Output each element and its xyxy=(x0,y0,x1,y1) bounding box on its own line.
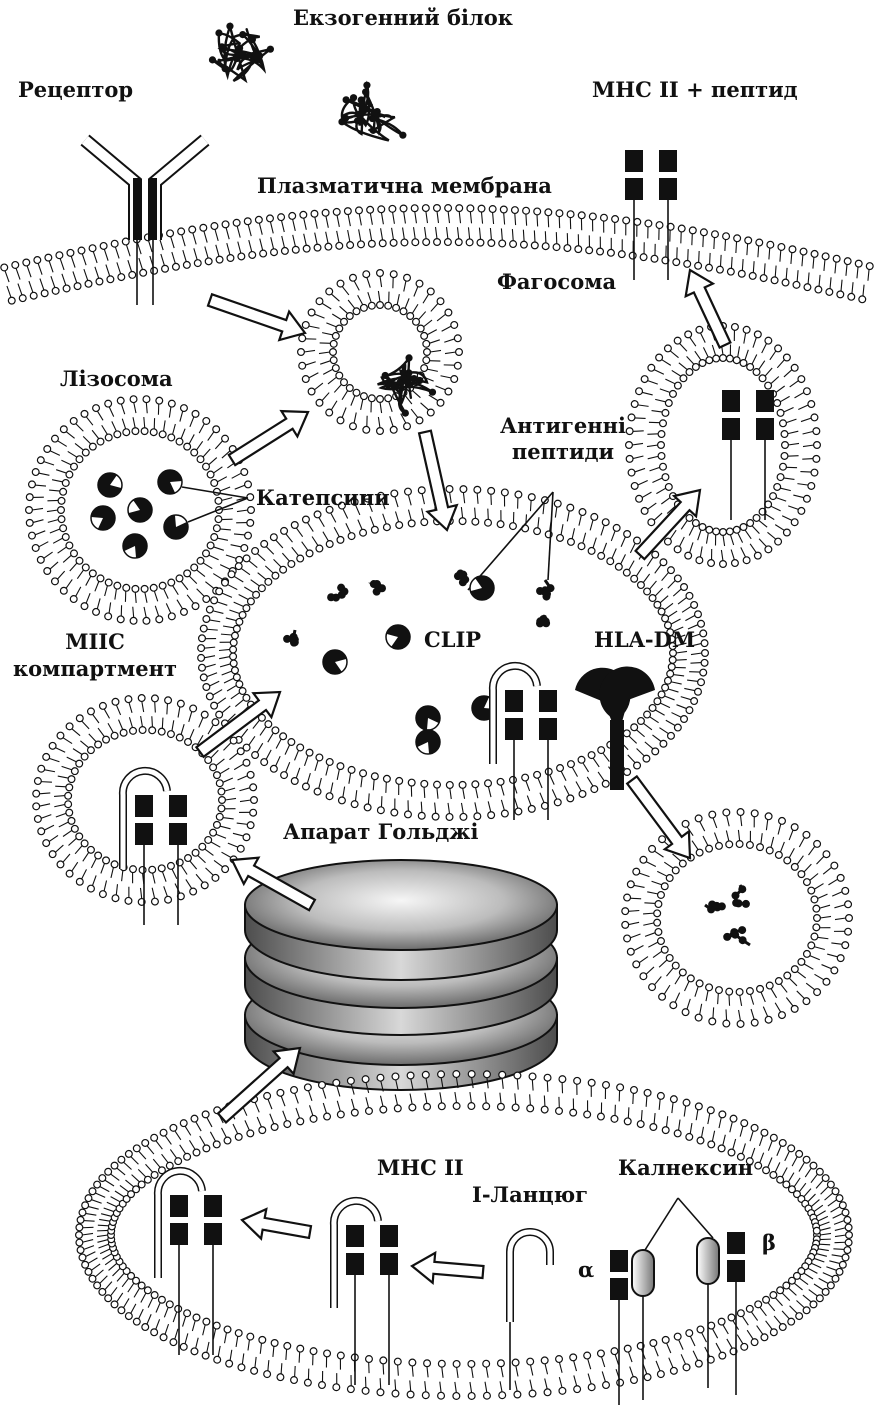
peptide-1 xyxy=(283,630,299,647)
arrow-phagosome-to-miic xyxy=(419,431,457,530)
phagosome-vesicle xyxy=(298,270,463,435)
cathepsin-4 xyxy=(91,506,115,530)
cathepsin-miic-2 xyxy=(386,625,410,649)
peptide-3 xyxy=(370,580,386,596)
label-mhc2-peptide: MHC II + пептид xyxy=(592,78,798,102)
peptide-5 xyxy=(536,580,554,601)
label-antigenic-peptides-2: пептиди xyxy=(512,440,614,464)
label-miic-2: компартмент xyxy=(13,657,177,681)
pointer-calnexin-1 xyxy=(645,1198,678,1250)
label-phagosome: Фагосома xyxy=(497,270,616,294)
exogenous-protein-2 xyxy=(338,82,406,141)
mhc2-clip-miic xyxy=(493,666,557,820)
label-beta: β xyxy=(762,1231,776,1255)
cathepsin-miic-1 xyxy=(323,650,347,674)
cathepsin-miic-3 xyxy=(470,576,494,600)
label-clip: CLIP xyxy=(424,628,481,652)
label-lysosome: Лізосома xyxy=(60,367,173,391)
pointer-peptide-1 xyxy=(468,492,553,590)
label-exogenous-protein: Екзогенний білок xyxy=(293,6,513,30)
label-invariant-chain: I-Ланцюг xyxy=(472,1183,588,1207)
mhc2-peptide-vesicle xyxy=(722,390,774,520)
arrow-hladm-degradation xyxy=(627,776,690,858)
label-receptor: Рецептор xyxy=(18,78,133,102)
cathepsin-miic-5 xyxy=(416,730,440,754)
hla-dm xyxy=(575,667,655,790)
label-hla-dm: HLA-DM xyxy=(594,628,695,652)
label-alpha: α xyxy=(578,1258,594,1282)
label-golgi: Апарат Гольджі xyxy=(283,820,478,844)
cathepsin-5 xyxy=(164,515,188,539)
label-miic-1: MIIC xyxy=(65,630,125,654)
label-plasma-membrane: Плазматична мембрана xyxy=(257,174,552,198)
pointer-calnexin-2 xyxy=(678,1198,713,1238)
cathepsin-1 xyxy=(98,473,122,497)
arrow-vesicle-to-surface xyxy=(686,270,731,348)
degradation-vesicle xyxy=(622,809,853,1028)
label-calnexin: Калнексин xyxy=(618,1156,753,1180)
fragment-3 xyxy=(723,926,750,945)
peptide-2 xyxy=(327,584,348,602)
fragment-1 xyxy=(731,885,749,908)
label-mhc2: MHC II xyxy=(377,1156,464,1180)
mhc-alpha-chain xyxy=(610,1250,628,1405)
arrow-lysosome-fusion xyxy=(229,411,308,465)
cathepsin-6 xyxy=(123,534,147,558)
miic-compartment xyxy=(198,486,709,821)
label-antigenic-peptides-1: Антигенні xyxy=(500,414,626,438)
arrow-er-mhc-1 xyxy=(242,1209,311,1239)
arrow-to-phagosome xyxy=(208,294,305,340)
peptide-4 xyxy=(454,570,469,587)
peptide-6 xyxy=(536,615,550,627)
cathepsin-3 xyxy=(158,470,182,494)
cathepsin-miic-4 xyxy=(416,706,440,730)
arrow-er-mhc-2 xyxy=(412,1253,484,1283)
exogenous-protein-1 xyxy=(209,23,274,81)
fragment-2 xyxy=(705,900,726,913)
cathepsin-2 xyxy=(128,498,152,522)
label-cathepsins: Катепсини xyxy=(256,486,390,510)
